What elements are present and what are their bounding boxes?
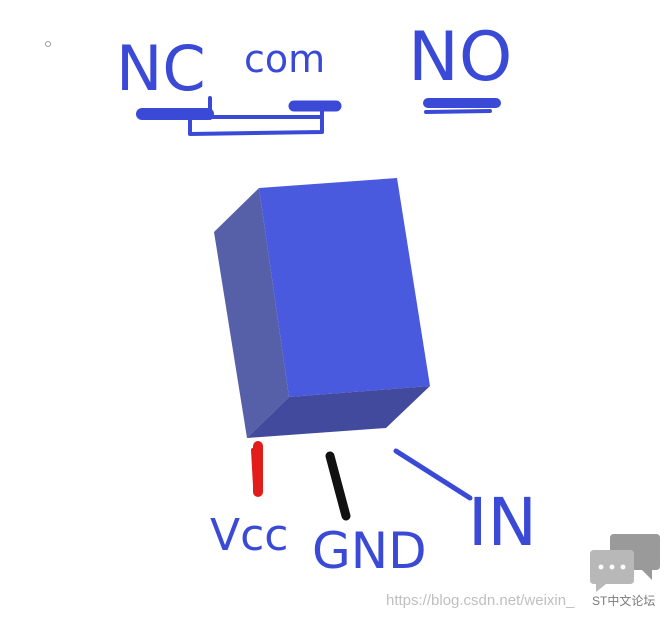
watermark-site: ST中文论坛 xyxy=(592,593,655,608)
relay-side-face xyxy=(214,188,289,438)
label-vcc: Vcc xyxy=(210,510,288,561)
label-com: com xyxy=(244,37,325,81)
chat-bubbles-icon xyxy=(590,534,660,592)
pin-in xyxy=(393,448,473,501)
contact-pads xyxy=(136,96,501,120)
relay-bottom-face xyxy=(247,386,430,438)
label-nc: NC xyxy=(116,32,206,105)
nc-com-link xyxy=(188,108,324,136)
pin-gnd xyxy=(325,451,351,521)
label-gnd: GND xyxy=(312,522,427,580)
relay-front-face xyxy=(259,178,430,397)
stray-dot xyxy=(45,41,51,47)
pin-vcc-inner xyxy=(251,448,257,488)
pad-no-under xyxy=(424,109,492,114)
label-no: NO xyxy=(408,18,512,97)
watermark-url: https://blog.csdn.net/weixin_ xyxy=(386,592,575,609)
label-in: IN xyxy=(468,484,537,561)
relay-box xyxy=(214,178,430,438)
